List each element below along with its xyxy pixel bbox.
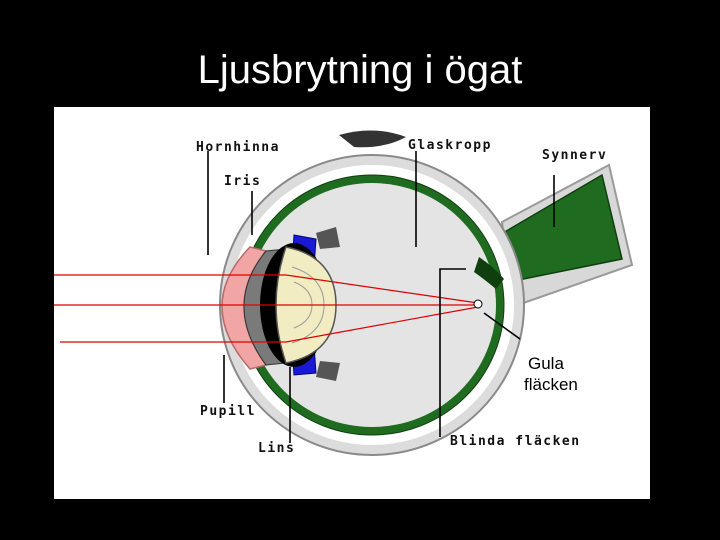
fovea-marker bbox=[473, 299, 483, 309]
label-iris: Iris bbox=[224, 174, 261, 189]
label-blinda-flacken: Blinda fläcken bbox=[450, 434, 581, 449]
label-lins: Lins bbox=[258, 441, 295, 456]
slide-title: Ljusbrytning i ögat bbox=[197, 48, 523, 92]
light-ray-upper bbox=[54, 274, 479, 304]
label-synnerv: Synnerv bbox=[542, 148, 607, 163]
leader-blinda bbox=[439, 268, 466, 437]
light-rays bbox=[54, 274, 479, 343]
leader-gula bbox=[483, 312, 521, 340]
eyelid-upper-shape bbox=[339, 130, 406, 148]
label-hornhinna: Hornhinna bbox=[196, 140, 280, 155]
label-pupill: Pupill bbox=[200, 404, 256, 419]
eye-diagram-svg: Hornhinna Iris Glaskropp Synnerv Pupill … bbox=[54, 130, 634, 456]
label-gula-line1: Gula bbox=[528, 354, 564, 373]
label-gula-line2: fläcken bbox=[524, 375, 578, 394]
ciliary-upper bbox=[316, 227, 340, 249]
eye-diagram: Hornhinna Iris Glaskropp Synnerv Pupill … bbox=[54, 107, 650, 499]
label-glaskropp: Glaskropp bbox=[408, 138, 492, 153]
blind-spot-region bbox=[474, 257, 504, 289]
ciliary-lower bbox=[316, 361, 340, 381]
light-ray-lower bbox=[60, 306, 479, 343]
